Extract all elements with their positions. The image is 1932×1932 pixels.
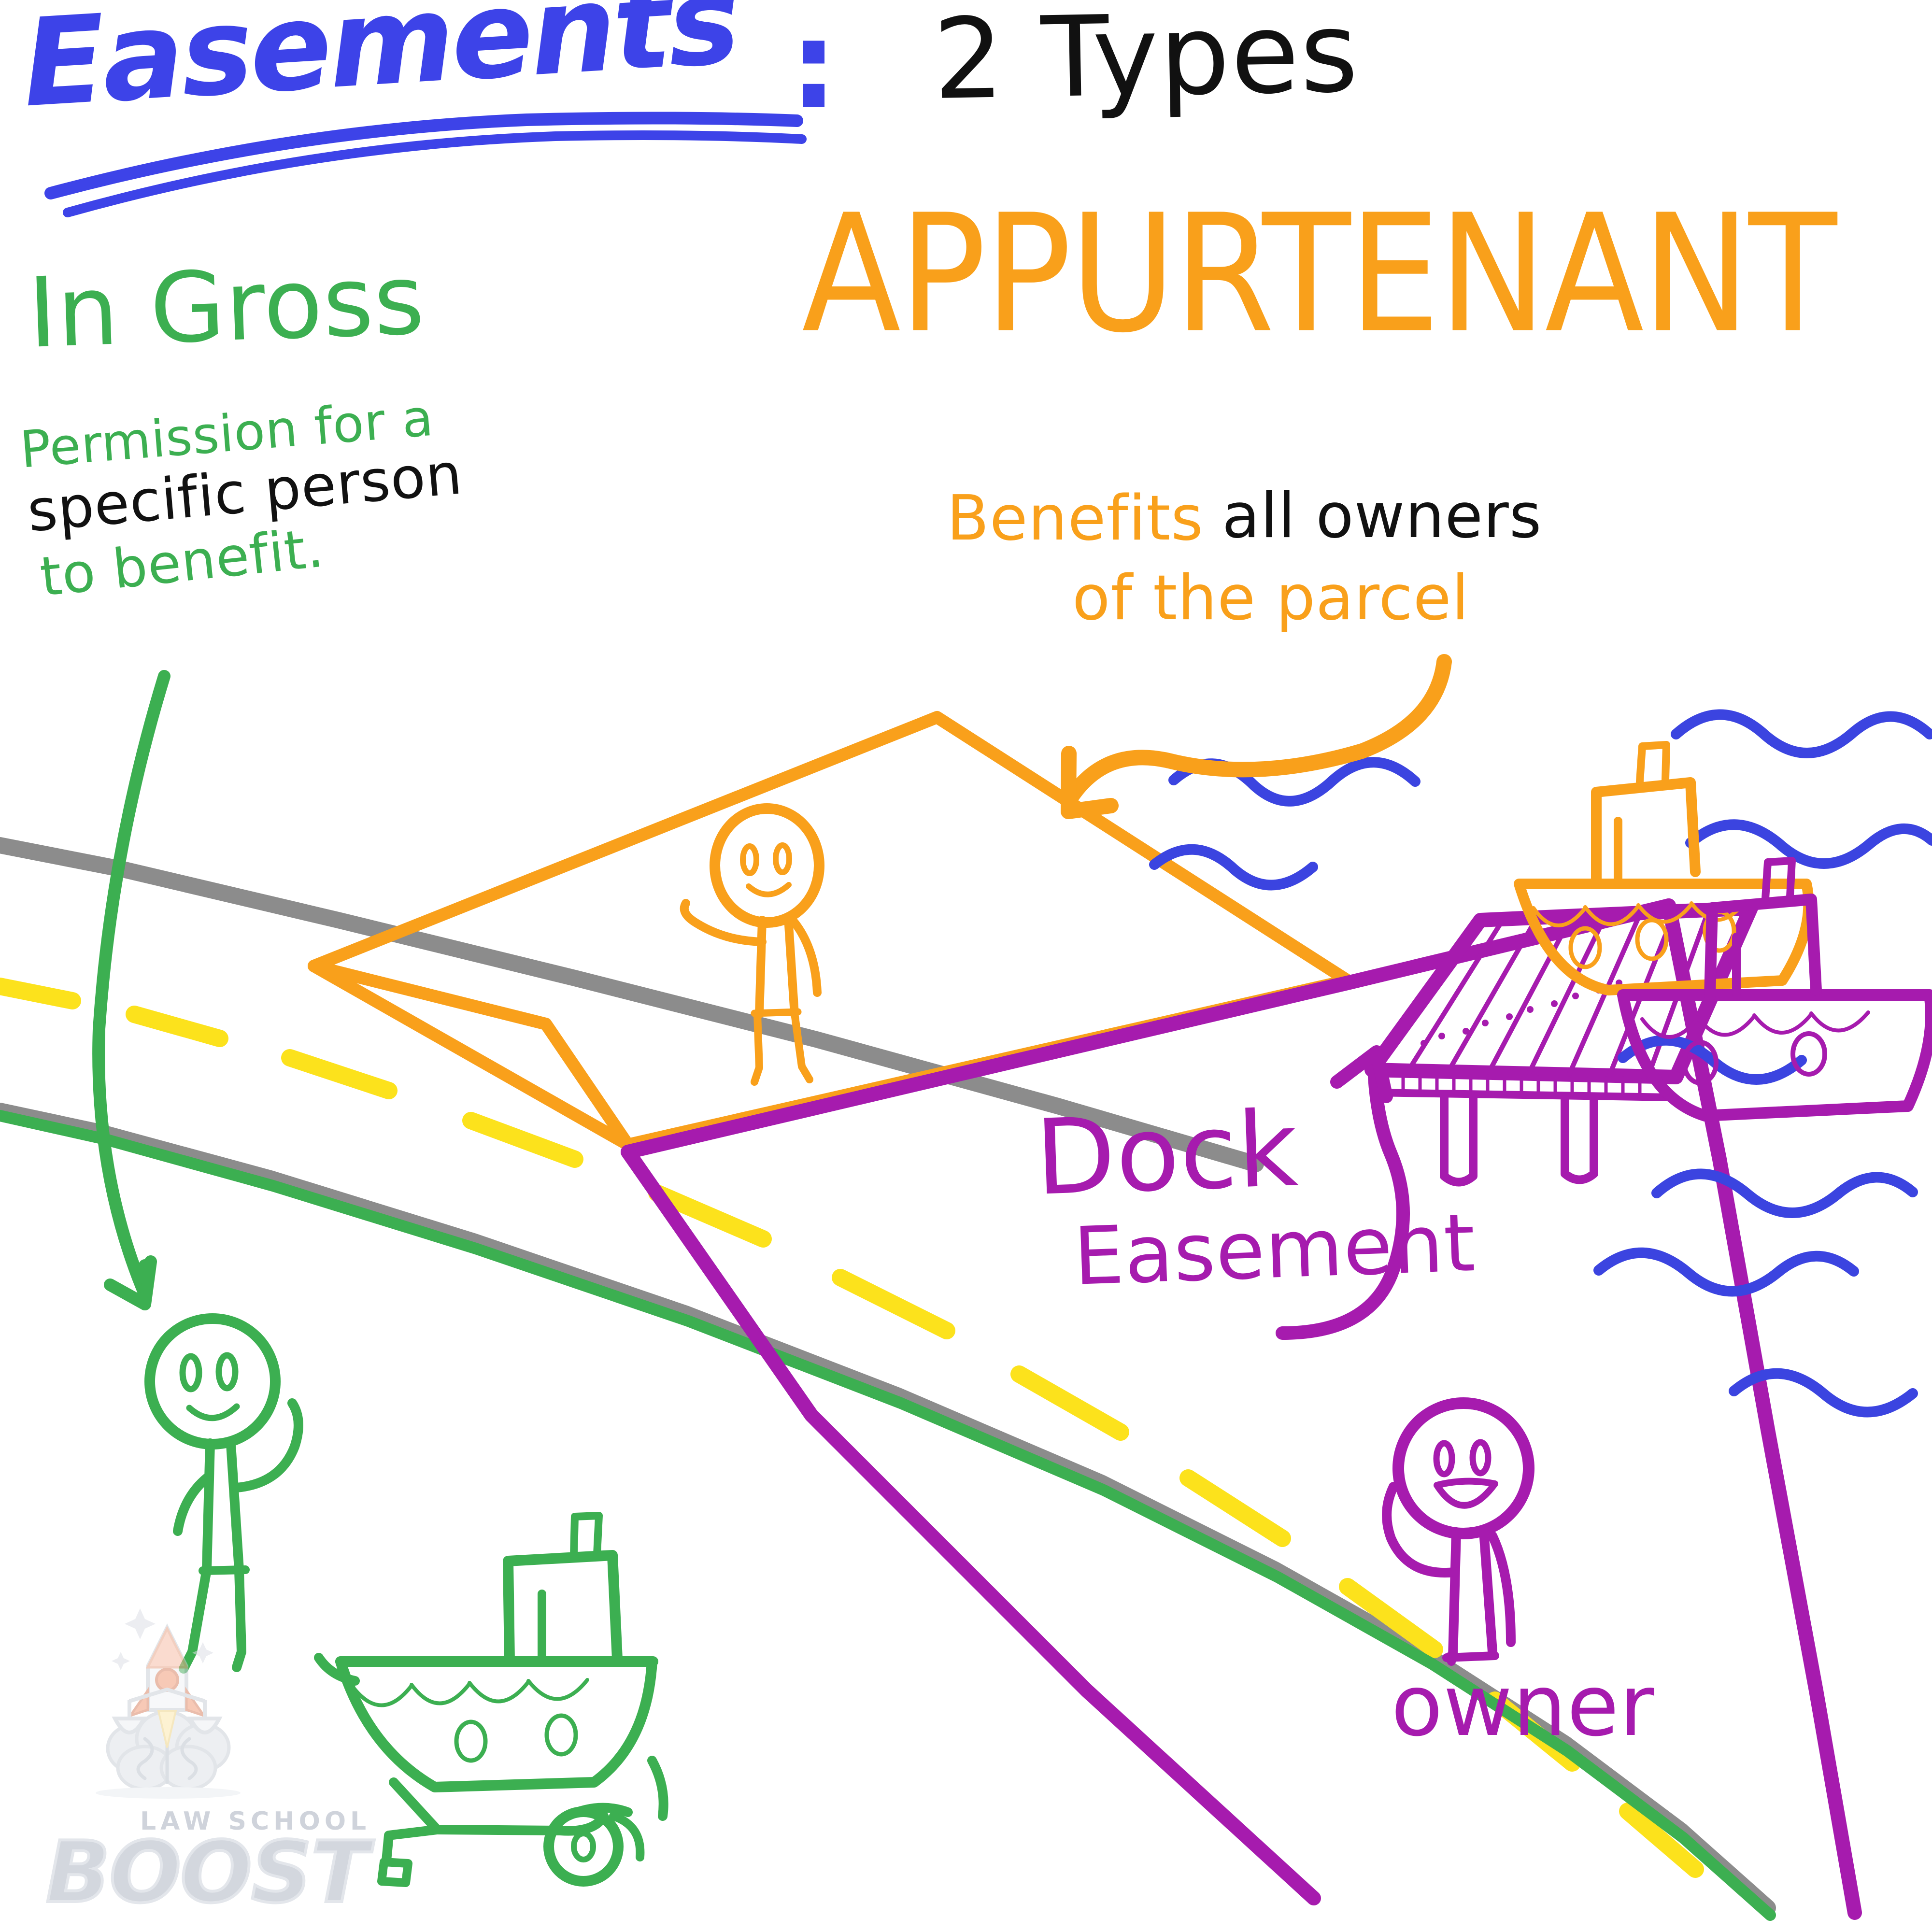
owner-label: owner	[1391, 1657, 1655, 1755]
appurtenant-line-1a: Benefits	[947, 483, 1204, 554]
appurtenant-line-1b: all owners	[1222, 480, 1542, 552]
easement-parcel-outline	[621, 898, 1862, 1920]
green-arrow-to-figure	[92, 670, 170, 1310]
in-gross-heading: In Gross	[26, 243, 426, 370]
purple-arrow-to-dock	[1276, 1045, 1410, 1340]
title-two-types: 2 Types	[932, 0, 1360, 125]
logo-boost-text: BOOST	[44, 1824, 370, 1922]
appurtenant-heading: APPURTENANT	[802, 180, 1837, 369]
orange-stick-figure	[680, 803, 824, 1086]
title-underline	[44, 112, 807, 217]
green-stick-figure	[144, 1313, 303, 1674]
title-colon: :	[790, 0, 838, 135]
law-school-boost-logo-icon	[96, 1608, 241, 1799]
green-boat-on-trailer	[314, 1512, 668, 1887]
dock-easement-label-line-2: Easement	[1072, 1196, 1477, 1303]
water-waves	[1149, 709, 1932, 1418]
orange-arrow-to-parcel	[1061, 654, 1452, 819]
purple-stick-figure-owner	[1382, 1397, 1534, 1666]
parcel-outline-appurtenant	[308, 711, 1354, 1151]
logo-law-school-text: LAW SCHOOL	[140, 1807, 371, 1836]
purple-boat	[1617, 857, 1932, 1122]
appurtenant-line-2: of the parcel	[1072, 562, 1469, 634]
green-roadside-boundary	[0, 1110, 1776, 1921]
dock-easement-label-line-1: Dock	[1033, 1088, 1300, 1219]
